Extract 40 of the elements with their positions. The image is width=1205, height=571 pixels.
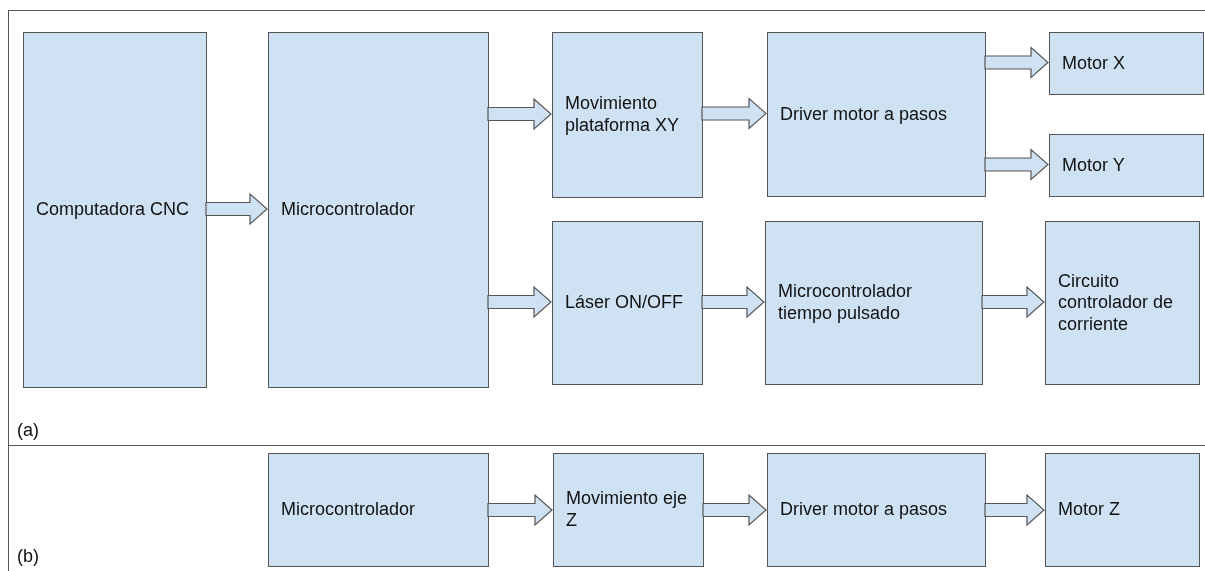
block-label: Movimiento eje Z	[566, 488, 689, 532]
block-arrow	[701, 97, 767, 130]
block-label: Computadora CNC	[36, 199, 190, 221]
block-box	[23, 32, 207, 388]
block-label: Motor Y	[1062, 154, 1125, 177]
block-label: Motor Z	[1058, 499, 1120, 521]
block-label: Movimiento plataforma XY	[565, 93, 681, 137]
panel-label: (a)	[17, 420, 39, 441]
block-arrow	[981, 285, 1045, 319]
block-label: Driver motor a pasos	[780, 499, 948, 521]
block-box	[1045, 453, 1200, 567]
block-arrow	[701, 285, 765, 319]
block-box	[1045, 221, 1200, 385]
block-arrow	[984, 493, 1045, 527]
block-box	[268, 453, 489, 567]
block-arrow	[984, 46, 1049, 79]
block-arrow	[702, 493, 767, 527]
block-label: Microcontrolador tiempo pulsado	[778, 281, 914, 325]
block-arrow	[487, 493, 553, 527]
block-label: Microcontrolador	[281, 199, 416, 221]
block-arrow	[487, 97, 552, 131]
block-label: Circuito controlador de corriente	[1058, 270, 1175, 336]
block-box	[552, 221, 703, 385]
block-box	[765, 221, 983, 385]
block-box	[553, 453, 704, 567]
panel-label: (b)	[17, 546, 39, 567]
block-arrow	[205, 192, 268, 226]
block-label: Motor X	[1062, 52, 1126, 75]
panel-frame	[8, 10, 1205, 446]
block-label: Láser ON/OFF	[565, 292, 684, 314]
block-box	[1049, 134, 1204, 197]
block-box	[1049, 32, 1204, 95]
block-box	[268, 32, 489, 388]
block-arrow	[984, 148, 1049, 181]
block-label: Driver motor a pasos	[780, 103, 948, 126]
block-label: Microcontrolador	[281, 499, 416, 521]
block-box	[552, 32, 703, 198]
block-box	[767, 453, 986, 567]
block-box	[767, 32, 986, 197]
block-arrow	[487, 285, 552, 319]
